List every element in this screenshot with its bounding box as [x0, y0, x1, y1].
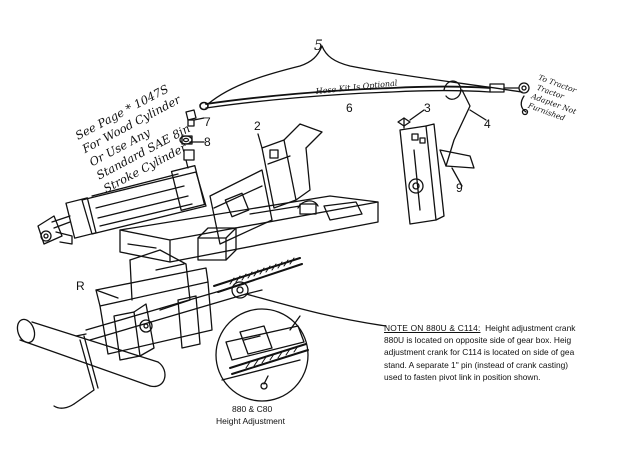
tractor-coupler	[518, 82, 530, 94]
hose-line-inner	[205, 89, 491, 109]
note-line: Height adjustment crank	[485, 323, 576, 333]
support-arm	[197, 169, 273, 261]
callout-8: 8	[204, 135, 211, 149]
callout-6: 6	[346, 101, 353, 115]
callout-R: R	[76, 279, 85, 293]
hose-coil	[443, 80, 462, 100]
hose-label: Hose Kit Is Optional	[314, 78, 398, 96]
fitting-8	[179, 135, 193, 145]
tool-bar	[16, 318, 166, 388]
control-lever	[439, 149, 475, 169]
leader-R	[95, 289, 119, 299]
model-note: NOTE ON 880U & C114: Height adjustment c…	[384, 322, 630, 383]
hydraulic-cylinder	[37, 135, 207, 245]
callout-4: 4	[484, 117, 491, 131]
hose-line	[205, 85, 491, 105]
inset-caption-title: Height Adjustment	[216, 416, 286, 426]
spring-clip	[397, 117, 411, 129]
fitting-7	[185, 109, 197, 127]
leader-4	[469, 109, 487, 121]
height-crank	[53, 333, 99, 409]
coupler-hook	[520, 95, 527, 113]
leader-7	[193, 117, 205, 121]
upright-post	[261, 123, 323, 209]
callout-7: 7	[204, 115, 211, 129]
note-line: used to fasten pivot link in position sh…	[384, 371, 541, 382]
height-adjustment-inset	[215, 308, 309, 402]
callout-5-brace	[207, 45, 523, 105]
note-leader	[245, 293, 387, 327]
leader-2	[257, 133, 263, 149]
callout-3: 3	[424, 101, 431, 115]
leader-9	[451, 167, 463, 187]
hose-fitting-left	[199, 101, 209, 111]
callout-9: 9	[456, 181, 463, 195]
tractor-note: To Tractor Tractor Adapter Not Furnished	[526, 73, 579, 123]
mast-plate	[399, 123, 445, 225]
control-rod	[445, 89, 471, 167]
cylinder-note: See Page * 1047S For Wood Cylinder Or Us…	[73, 82, 193, 196]
note-title: NOTE ON 880U & C114:	[384, 323, 481, 333]
note-line: stand. A separate 1" pin (instead of cra…	[384, 359, 569, 370]
inset-caption-model: 880 & C80	[232, 404, 272, 414]
note-line: 880U is located on opposite side of gear…	[384, 335, 572, 346]
callout-2: 2	[254, 119, 261, 133]
note-first-line: NOTE ON 880U & C114: Height adjustment c…	[384, 322, 630, 334]
leader-3	[409, 109, 425, 121]
callout-5: 5	[314, 38, 323, 54]
note-line: adjustment crank for C114 is located on …	[384, 347, 575, 358]
main-frame	[119, 195, 379, 263]
gear-stand	[95, 249, 213, 361]
